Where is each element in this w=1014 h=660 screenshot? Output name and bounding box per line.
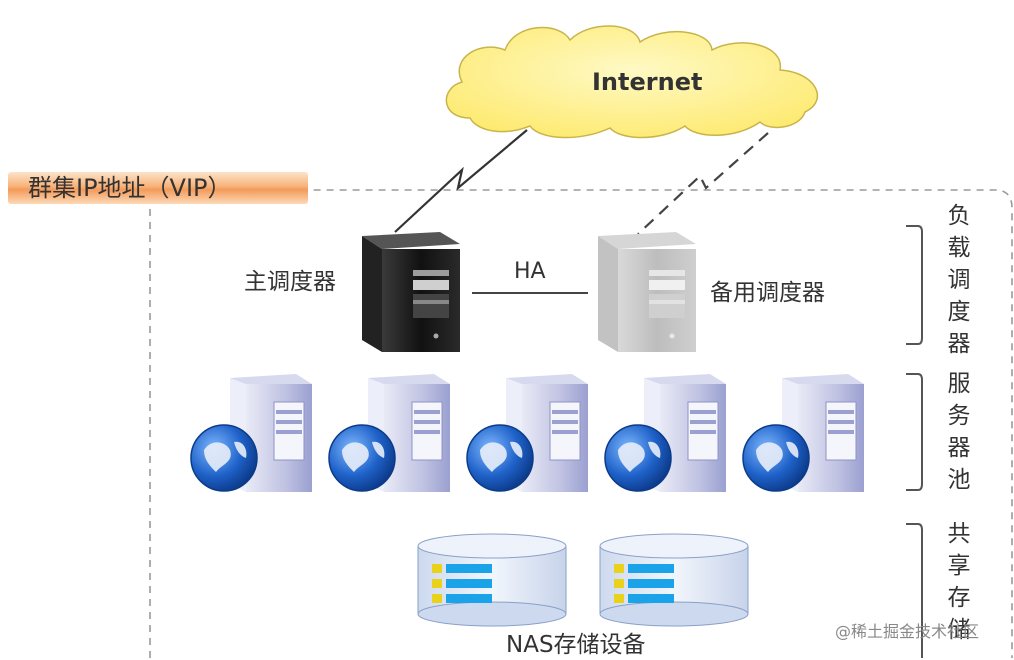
nas-storage-label: NAS存储设备 [506, 632, 646, 658]
cluster-vip-label: 群集IP地址（VIP） [28, 174, 232, 202]
tier-label-load-balancer: 负载调度器 [947, 203, 971, 357]
tier-label-server-pool: 服务器池 [947, 371, 971, 493]
tier-label-shared-storage: 共享存储 [947, 521, 971, 643]
backup-scheduler-label: 备用调度器 [710, 280, 825, 306]
primary-scheduler-server-icon [362, 232, 460, 352]
web-server-3-icon [466, 374, 588, 492]
web-server-5-icon [742, 374, 864, 492]
internet-label: Internet [592, 68, 703, 96]
nas-storage-1-icon [417, 533, 567, 627]
primary-scheduler-label: 主调度器 [244, 269, 336, 295]
bracket-load-balancer [906, 225, 923, 345]
bracket-server-pool [906, 373, 923, 491]
bracket-shared-storage [906, 523, 923, 658]
nas-storage-2-icon [599, 533, 749, 627]
watermark-text: @稀土掘金技术社区 [835, 622, 980, 641]
web-server-4-icon [604, 374, 726, 492]
primary-uplink [394, 129, 528, 233]
cloud-icon [445, 25, 818, 139]
web-server-1-icon [190, 374, 312, 492]
vip-highlight [8, 172, 308, 204]
backup-scheduler-server-icon [598, 232, 696, 352]
web-server-2-icon [328, 374, 450, 492]
ha-link-label: HA [514, 259, 546, 284]
backup-uplink [637, 132, 769, 235]
